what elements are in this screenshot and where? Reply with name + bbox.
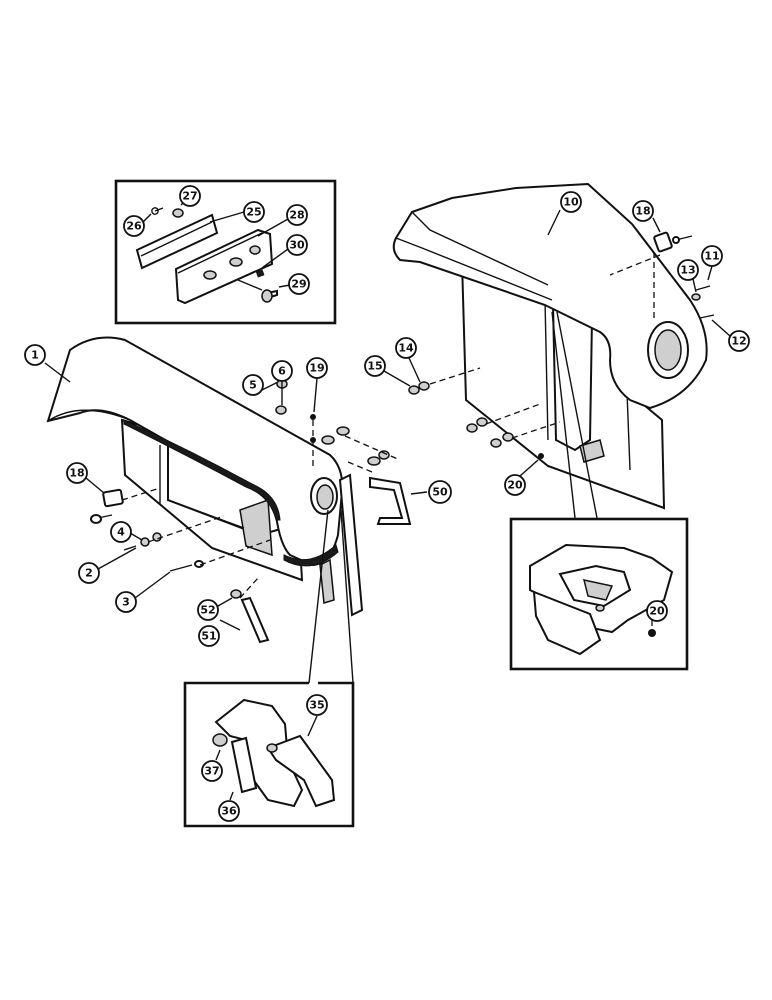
callout-12-text: 12 xyxy=(731,335,746,348)
callout-51-text: 51 xyxy=(201,630,216,643)
callout-29: 29 xyxy=(288,273,310,295)
callout-52: 52 xyxy=(197,599,219,621)
left-fender-assembly xyxy=(44,336,428,644)
right-fender xyxy=(392,182,708,410)
callout-15: 15 xyxy=(364,355,386,377)
callout-5-text: 5 xyxy=(249,379,257,392)
callout-27-text: 27 xyxy=(182,190,197,203)
callout-3: 3 xyxy=(115,591,137,613)
callout-20-right-text: 20 xyxy=(507,479,523,492)
callout-4: 4 xyxy=(110,521,132,543)
callout-1-text: 1 xyxy=(31,349,39,362)
left-fender-handle xyxy=(369,476,412,525)
callout-37-text: 37 xyxy=(204,765,219,778)
lamp-housing xyxy=(174,228,274,305)
callout-29-text: 29 xyxy=(291,278,306,291)
callout-2: 2 xyxy=(78,562,100,584)
callout-5: 5 xyxy=(242,374,264,396)
callout-18-right: 18 xyxy=(632,200,654,222)
callout-28: 28 xyxy=(286,204,308,226)
lamp-inset-frame xyxy=(114,179,337,325)
callout-36: 36 xyxy=(218,800,240,822)
callout-35: 35 xyxy=(306,694,328,716)
callout-18-right-text: 18 xyxy=(635,205,650,218)
callout-20-right: 20 xyxy=(504,474,526,496)
callout-15-text: 15 xyxy=(367,360,382,373)
callout-2-text: 2 xyxy=(85,567,93,580)
callout-19: 19 xyxy=(306,357,328,379)
callout-35-text: 35 xyxy=(309,699,324,712)
callout-52-text: 52 xyxy=(200,604,215,617)
callout-50-text: 50 xyxy=(432,486,448,499)
lamp-inset xyxy=(114,179,337,325)
right-fender-assembly xyxy=(392,182,715,519)
detail-inset-frame xyxy=(509,517,689,671)
callout-12: 12 xyxy=(728,330,750,352)
callout-19-text: 19 xyxy=(309,362,324,375)
callout-51: 51 xyxy=(198,625,220,647)
callout-20-inset: 20 xyxy=(646,600,668,622)
lever-inset-frame xyxy=(183,681,355,828)
detail-inset xyxy=(509,517,689,671)
callout-26-text: 26 xyxy=(126,220,142,233)
callout-1: 1 xyxy=(24,344,46,366)
callout-28-text: 28 xyxy=(289,209,304,222)
callout-11: 11 xyxy=(701,245,723,267)
callout-27: 27 xyxy=(179,185,201,207)
callout-14-text: 14 xyxy=(398,342,414,355)
callout-30-text: 30 xyxy=(289,239,305,252)
callout-11-text: 11 xyxy=(704,250,719,263)
callout-18-left: 18 xyxy=(66,462,88,484)
callout-6: 6 xyxy=(271,360,293,382)
callout-30: 30 xyxy=(286,234,308,256)
callout-3-text: 3 xyxy=(122,596,130,609)
callout-36-text: 36 xyxy=(221,805,237,818)
lever-inset xyxy=(183,509,355,828)
callout-26: 26 xyxy=(123,215,145,237)
callout-18-left-text: 18 xyxy=(69,467,84,480)
callout-10: 10 xyxy=(560,191,582,213)
callout-4-text: 4 xyxy=(117,526,125,539)
callout-25: 25 xyxy=(243,201,265,223)
callout-14: 14 xyxy=(395,337,417,359)
lens-plate xyxy=(135,213,219,270)
callout-25-text: 25 xyxy=(246,206,261,219)
callout-10-text: 10 xyxy=(563,196,579,209)
callouts: 1 2 3 4 5 6 19 18 50 52 51 26 27 25 28 3… xyxy=(24,185,750,822)
callout-20-inset-text: 20 xyxy=(649,605,665,618)
callout-leaders xyxy=(85,217,731,607)
callout-37: 37 xyxy=(201,760,223,782)
callout-6-text: 6 xyxy=(278,365,286,378)
callout-50: 50 xyxy=(428,480,452,504)
strap xyxy=(240,596,270,644)
control-lever xyxy=(266,734,336,808)
callout-13: 13 xyxy=(677,259,699,281)
callout-13-text: 13 xyxy=(680,264,695,277)
